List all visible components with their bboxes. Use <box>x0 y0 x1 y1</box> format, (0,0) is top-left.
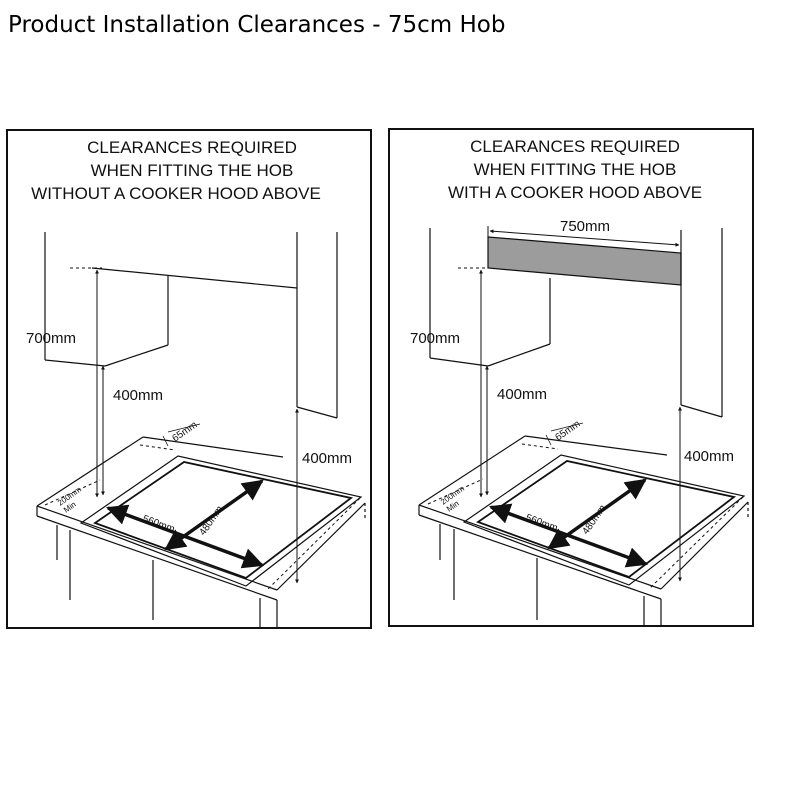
label-700mm: 700mm <box>410 330 460 347</box>
hob-dimension-arrows: 560mm 480mm <box>489 478 648 568</box>
label-65mm: 65mm <box>553 419 582 444</box>
heading-line-1: CLEARANCES REQUIRED <box>87 138 297 157</box>
heading-line-3: WITHOUT A COOKER HOOD ABOVE <box>31 184 321 203</box>
label-400mm-left: 400mm <box>497 386 547 403</box>
label-560mm: 560mm <box>524 512 559 534</box>
page-title: Product Installation Clearances - 75cm H… <box>8 12 506 38</box>
worktop-clearance-lines <box>427 443 744 589</box>
label-700mm: 700mm <box>26 330 76 347</box>
panel-frame <box>6 129 372 629</box>
worktop-clearance-lines <box>44 444 361 591</box>
dim-400-right: 400mm <box>295 408 352 584</box>
hob <box>462 454 746 586</box>
label-400mm-right: 400mm <box>684 448 734 465</box>
heading-line-2: WHEN FITTING THE HOB <box>474 160 677 179</box>
dim-700: 700mm <box>26 267 102 498</box>
label-750mm: 750mm <box>560 218 610 235</box>
label-400mm-right: 400mm <box>302 450 352 467</box>
label-480mm: 480mm <box>580 503 608 537</box>
heading-line-2: WHEN FITTING THE HOB <box>91 161 294 180</box>
dim-200-min: 200mm Min <box>439 484 466 514</box>
arrow-480 <box>547 478 647 550</box>
wall-cabinets <box>429 228 723 418</box>
arrow-480 <box>164 479 264 551</box>
label-400mm-left: 400mm <box>113 387 163 404</box>
heading-line-1: CLEARANCES REQUIRED <box>470 137 680 156</box>
dim-400-left: 400mm <box>485 365 547 496</box>
cooker-hood: 750mm <box>487 218 682 286</box>
heading-line-3: WITH A COOKER HOOD ABOVE <box>448 183 702 202</box>
dim-700: 700mm <box>410 267 488 498</box>
panel-frame <box>388 128 754 627</box>
dim-400-right: 400mm <box>678 406 734 582</box>
dim-400-left: 400mm <box>101 365 163 496</box>
